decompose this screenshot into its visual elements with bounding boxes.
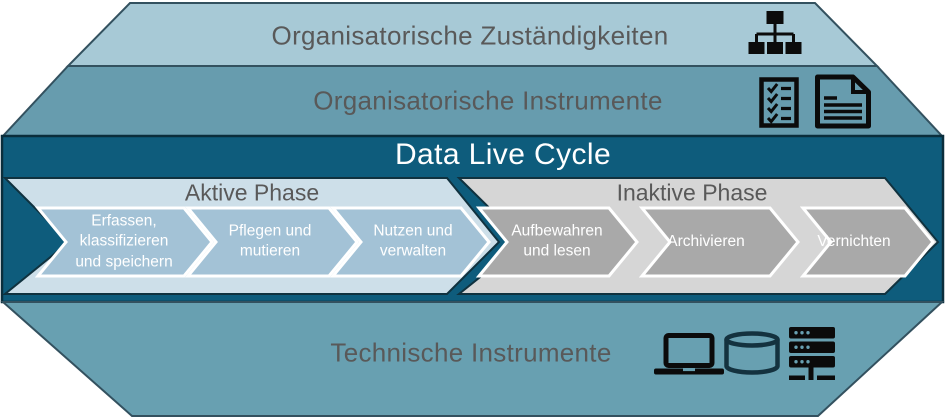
step-arrow-archivieren xyxy=(638,206,800,278)
step-arrow-nutzen xyxy=(329,206,491,278)
document-icon xyxy=(815,74,871,129)
database-icon xyxy=(724,331,780,375)
step-arrow-aufbewahren xyxy=(475,206,639,278)
step-arrow-erfassen xyxy=(34,206,214,278)
org-chart-icon xyxy=(748,11,802,54)
step-arrow-vernichten xyxy=(799,206,935,278)
laptop-icon xyxy=(654,333,724,375)
band-bottom-shape xyxy=(0,301,945,417)
step-arrow-pflegen xyxy=(184,206,359,278)
checklist-icon xyxy=(759,77,799,128)
server-icon xyxy=(789,327,835,380)
band-second-shape xyxy=(0,65,945,137)
